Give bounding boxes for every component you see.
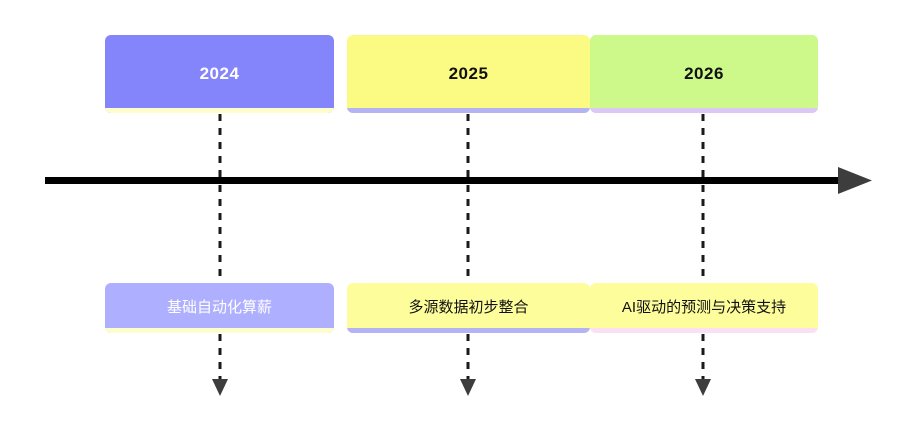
period-accent-2025 [347, 108, 590, 113]
period-accent-2026 [590, 108, 818, 113]
right-arrow-icon [838, 167, 872, 194]
period-node-2024[interactable]: 2024 [105, 35, 334, 113]
period-accent-2024 [105, 108, 334, 113]
milestone-node-basic-automation[interactable]: 基础自动化算薪 [105, 283, 334, 333]
down-arrow-icon-2 [460, 379, 476, 396]
milestone-tail-group [212, 334, 711, 396]
period-node-2025[interactable]: 2025 [347, 35, 590, 113]
down-arrow-icon-1 [212, 379, 228, 396]
milestone-node-multisource-data[interactable]: 多源数据初步整合 [347, 283, 590, 333]
period-connector-group [218, 114, 705, 177]
milestone-node-ai-prediction[interactable]: AI驱动的预测与决策支持 [590, 283, 818, 333]
milestone-accent-1 [105, 328, 334, 333]
axis-to-milestone-connector-group [218, 185, 705, 282]
milestone-label-1: 基础自动化算薪 [166, 299, 272, 316]
milestone-accent-2 [347, 328, 590, 333]
down-arrow-icon-3 [695, 379, 711, 396]
main-timeline-axis [45, 167, 872, 194]
milestone-accent-3 [590, 328, 818, 333]
milestone-label-3: AI驱动的预测与决策支持 [621, 299, 787, 316]
period-label-2025: 2025 [448, 63, 489, 83]
period-label-2026: 2026 [684, 63, 724, 83]
period-node-2026[interactable]: 2026 [590, 35, 818, 113]
period-label-2024: 2024 [199, 63, 240, 83]
milestone-label-2: 多源数据初步整合 [408, 299, 529, 316]
